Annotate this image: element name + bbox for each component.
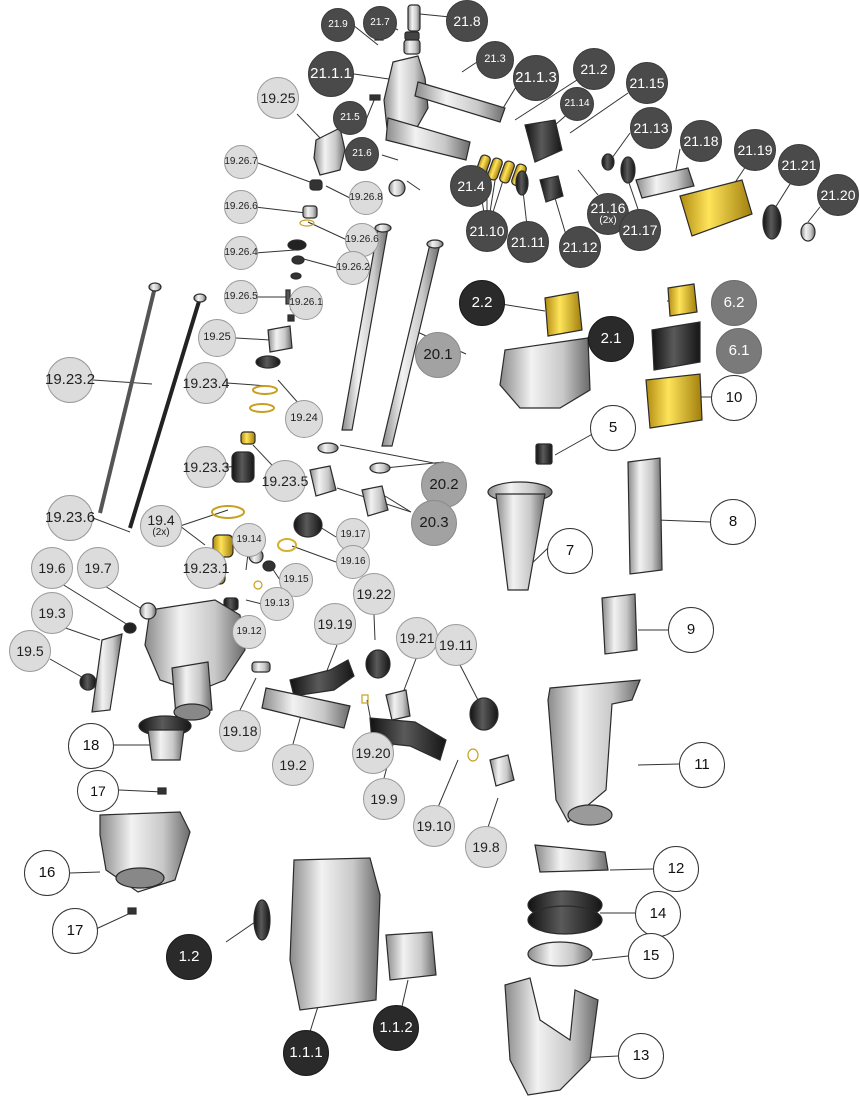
callout-1-1-1[interactable]: 1.1.1 <box>283 1030 329 1076</box>
callout-19-14[interactable]: 19.14 <box>232 523 266 557</box>
callout-6-1[interactable]: 6.1 <box>716 328 762 374</box>
callout-20-1[interactable]: 20.1 <box>415 332 461 378</box>
callout-21-7[interactable]: 21.7 <box>363 6 397 40</box>
callout-19-23-6[interactable]: 19.23.6 <box>45 495 95 541</box>
callout-21-8[interactable]: 21.8 <box>446 0 488 42</box>
callout-19-26-6-left[interactable]: 19.26.6 <box>224 190 258 224</box>
callout-19-26-4[interactable]: 19.26.4 <box>224 236 258 270</box>
callout-19-26-5[interactable]: 19.26.5 <box>224 280 258 314</box>
callout-19-16[interactable]: 19.16 <box>336 545 370 579</box>
callout-11[interactable]: 11 <box>679 742 725 788</box>
callout-21-6[interactable]: 21.6 <box>345 137 379 171</box>
callout-19-10[interactable]: 19.10 <box>413 805 455 847</box>
callout-10[interactable]: 10 <box>711 375 757 421</box>
callout-19-5[interactable]: 19.5 <box>9 630 51 672</box>
callout-21-17[interactable]: 21.17 <box>619 209 661 251</box>
callout-19-11[interactable]: 19.11 <box>435 624 477 666</box>
callout-21-5[interactable]: 21.5 <box>333 101 367 135</box>
callout-19-2[interactable]: 19.2 <box>272 744 314 786</box>
callout-17-bottom[interactable]: 17 <box>52 908 98 954</box>
callout-19-9[interactable]: 19.9 <box>363 778 405 820</box>
callout-19-20[interactable]: 19.20 <box>352 732 394 774</box>
callout-12[interactable]: 12 <box>653 846 699 892</box>
callout-21-14[interactable]: 21.14 <box>560 87 594 121</box>
assembly-19-26 <box>255 127 346 369</box>
callout-21-19[interactable]: 21.19 <box>734 129 776 171</box>
assembly-right <box>487 283 703 1096</box>
callout-19-25-lower[interactable]: 19.25 <box>198 319 236 357</box>
callout-21-2[interactable]: 21.2 <box>573 48 615 90</box>
callout-19-18[interactable]: 19.18 <box>219 710 261 752</box>
callout-9[interactable]: 9 <box>668 607 714 653</box>
callout-19-6[interactable]: 19.6 <box>31 547 73 589</box>
callout-21-11[interactable]: 21.11 <box>507 221 549 263</box>
callout-21-20[interactable]: 21.20 <box>817 174 859 216</box>
callout-13[interactable]: 13 <box>618 1033 664 1079</box>
callout-21-9[interactable]: 21.9 <box>321 8 355 42</box>
callout-21-10[interactable]: 21.10 <box>466 210 508 252</box>
callout-21-12[interactable]: 21.12 <box>559 226 601 268</box>
callout-7[interactable]: 7 <box>547 528 593 574</box>
assembly-21 <box>369 4 816 242</box>
callout-19-24[interactable]: 19.24 <box>285 400 323 438</box>
callout-19-12[interactable]: 19.12 <box>232 615 266 649</box>
callout-6-2[interactable]: 6.2 <box>711 280 757 326</box>
callout-19-23-1[interactable]: 19.23.1 <box>183 547 229 589</box>
callout-2-2[interactable]: 2.2 <box>459 280 505 326</box>
callout-19-22[interactable]: 19.22 <box>353 573 395 615</box>
callout-15[interactable]: 15 <box>628 933 674 979</box>
callout-19-23-5[interactable]: 19.23.5 <box>262 460 308 502</box>
callout-2-1[interactable]: 2.1 <box>588 316 634 362</box>
callout-18[interactable]: 18 <box>68 723 114 769</box>
callout-21-21[interactable]: 21.21 <box>778 144 820 186</box>
callout-19-7[interactable]: 19.7 <box>77 547 119 589</box>
callout-20-3[interactable]: 20.3 <box>411 500 457 546</box>
callout-21-1-1[interactable]: 21.1.1 <box>308 51 354 97</box>
callout-19-3[interactable]: 19.3 <box>31 592 73 634</box>
callout-5[interactable]: 5 <box>590 405 636 451</box>
pump-body-19 <box>79 599 246 721</box>
callout-14[interactable]: 14 <box>635 891 681 937</box>
callout-19-23-2[interactable]: 19.23.2 <box>45 357 95 403</box>
callout-16[interactable]: 16 <box>24 850 70 896</box>
assembly-left-lower <box>99 715 437 1011</box>
callout-19-23-3[interactable]: 19.23.3 <box>183 446 229 488</box>
callout-19-21[interactable]: 19.21 <box>396 617 438 659</box>
callout-21-13[interactable]: 21.13 <box>630 107 672 149</box>
callout-21-1-3[interactable]: 21.1.3 <box>513 55 559 101</box>
callout-21-15[interactable]: 21.15 <box>626 62 668 104</box>
callout-19-25-top[interactable]: 19.25 <box>257 77 299 119</box>
callout-8[interactable]: 8 <box>710 499 756 545</box>
callout-19-4[interactable]: 19.4(2x) <box>140 505 182 547</box>
callout-1-2[interactable]: 1.2 <box>166 934 212 980</box>
rods-19-23 <box>98 282 207 529</box>
callout-21-3[interactable]: 21.3 <box>476 41 514 79</box>
callout-17-top[interactable]: 17 <box>77 770 119 812</box>
callout-19-8[interactable]: 19.8 <box>465 826 507 868</box>
callout-21-16[interactable]: 21.16(2x) <box>587 193 629 235</box>
callout-19-26-1[interactable]: 19.26.1 <box>289 286 323 320</box>
callout-19-19[interactable]: 19.19 <box>314 603 356 645</box>
parts-19-hoses <box>251 649 515 787</box>
callout-19-26-8[interactable]: 19.26.8 <box>349 181 383 215</box>
callout-19-26-7[interactable]: 19.26.7 <box>224 145 258 179</box>
callout-1-1-2[interactable]: 1.1.2 <box>373 1005 419 1051</box>
assembly-20 <box>309 223 444 517</box>
callout-21-4[interactable]: 21.4 <box>450 165 492 207</box>
callout-19-13[interactable]: 19.13 <box>260 587 294 621</box>
parts-19-16-19-17 <box>277 512 323 552</box>
callout-19-23-4[interactable]: 19.23.4 <box>183 362 229 404</box>
callout-19-26-2[interactable]: 19.26.2 <box>336 251 370 285</box>
callout-21-18[interactable]: 21.18 <box>680 120 722 162</box>
